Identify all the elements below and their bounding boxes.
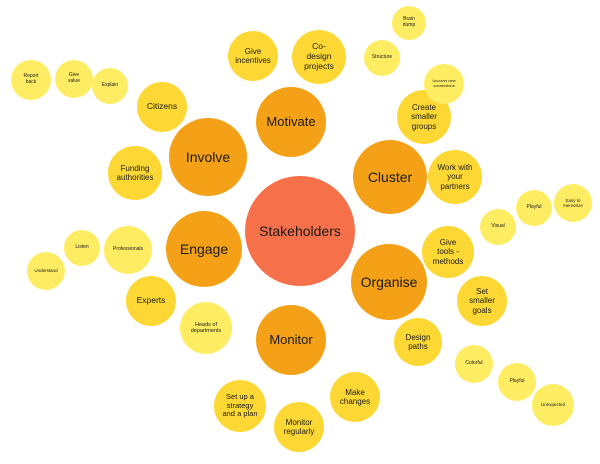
node-understand: Understand — [27, 252, 65, 290]
node-label: Set up a strategy and a plan — [222, 392, 258, 419]
node-professionals: Professionals — [104, 226, 152, 274]
node-playful-top: Playful — [516, 190, 552, 226]
node-label: Citizens — [146, 101, 178, 112]
node-label: Unexpected — [540, 402, 566, 408]
node-label: Easy to memorize — [563, 197, 583, 208]
node-brain-dump: Brain dump — [392, 6, 426, 40]
node-label: Uncover new connections — [432, 78, 456, 88]
node-funding-authorities: Funding authorities — [108, 146, 162, 200]
node-motivate: Motivate — [256, 87, 326, 157]
node-structure: Structure — [364, 40, 400, 76]
node-heads-of-departments: Heads of departments — [180, 302, 232, 354]
node-involve: Involve — [169, 118, 247, 196]
node-engage: Engage — [166, 211, 242, 287]
node-unexpected: Unexpected — [532, 384, 574, 426]
node-label: Heads of departments — [190, 321, 222, 334]
node-citizens: Citizens — [137, 82, 187, 132]
node-label: Playful — [509, 378, 525, 385]
node-label: Visual — [491, 223, 505, 230]
node-colorful: Colorful — [455, 345, 493, 383]
node-label: Brain dump — [402, 16, 416, 28]
node-label: Create smaller groups — [411, 103, 437, 131]
node-label: Listen — [75, 244, 89, 251]
node-label: Cluster — [367, 168, 413, 185]
node-label: Explain — [101, 82, 119, 89]
node-label: Give tools - methods — [432, 238, 464, 266]
node-strategy-plan: Set up a strategy and a plan — [214, 380, 266, 432]
node-label: Co- design projects — [304, 41, 334, 71]
node-organise: Organise — [351, 244, 427, 320]
node-work-with-partners: Work with your partners — [428, 150, 482, 204]
node-label: Motivate — [266, 113, 316, 129]
node-label: Work with your partners — [437, 163, 473, 191]
node-label: Engage — [179, 240, 229, 257]
node-label: Monitor — [269, 331, 313, 347]
node-make-changes: Make changes — [330, 372, 380, 422]
node-label: Give incentives — [235, 46, 271, 65]
node-monitor-regularly: Monitor regularly — [274, 402, 324, 452]
node-label: Involve — [185, 148, 231, 165]
node-label: Funding authorities — [116, 163, 154, 182]
node-label: Experts — [136, 295, 166, 306]
node-explain: Explain — [92, 68, 128, 104]
node-co-design-projects: Co- design projects — [292, 30, 346, 84]
node-set-smaller-goals: Set smaller goals — [457, 276, 507, 326]
node-easy-to-memorize: Easy to memorize — [554, 184, 592, 222]
node-experts: Experts — [126, 276, 176, 326]
node-label: Stakeholders — [259, 222, 341, 239]
node-label: Monitor regularly — [283, 417, 315, 436]
node-monitor: Monitor — [256, 305, 326, 375]
node-label: Professionals — [112, 246, 143, 253]
node-listen: Listen — [64, 230, 100, 266]
node-label: Make changes — [339, 387, 371, 406]
node-label: Give value — [68, 72, 80, 84]
node-label: Understand — [34, 268, 58, 274]
node-visual: Visual — [480, 209, 516, 245]
node-report-back: Report back — [11, 60, 51, 100]
node-stakeholders: Stakeholders — [245, 176, 355, 286]
node-label: Colorful — [465, 360, 483, 367]
node-give-value: Give value — [55, 60, 93, 98]
node-label: Organise — [360, 273, 418, 290]
node-label: Design paths — [405, 332, 431, 351]
node-give-incentives: Give incentives — [228, 31, 278, 81]
node-uncover-connections: Uncover new connections — [424, 64, 464, 104]
node-give-tools-methods: Give tools - methods — [422, 226, 474, 278]
node-playful-bottom: Playful — [498, 363, 536, 401]
node-label: Playful — [526, 204, 542, 211]
node-design-paths: Design paths — [394, 318, 442, 366]
node-label: Report back — [23, 73, 39, 85]
node-label: Structure — [371, 54, 393, 61]
node-label: Set smaller goals — [469, 287, 495, 315]
node-cluster: Cluster — [353, 140, 427, 214]
